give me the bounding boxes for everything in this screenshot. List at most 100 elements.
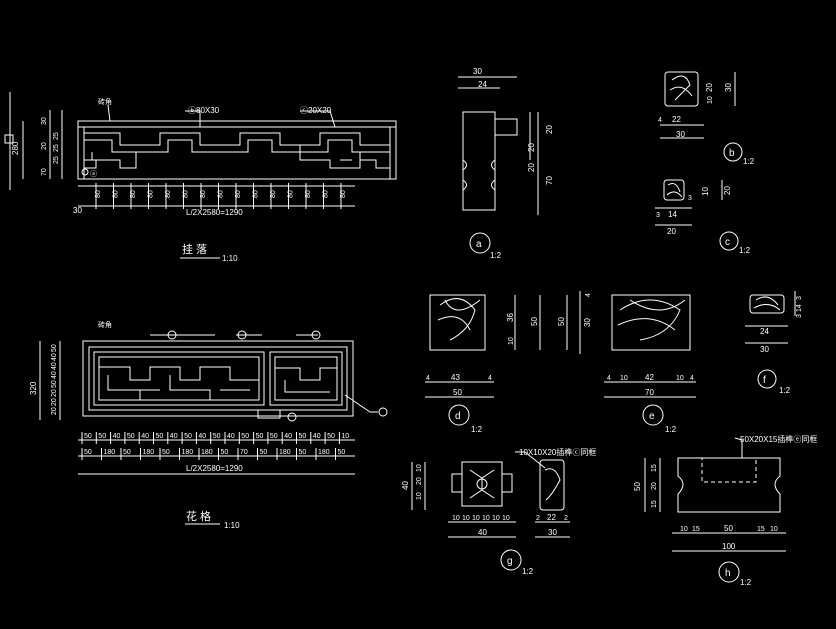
e-dim-42: 42 xyxy=(645,373,654,382)
h-dim-15c: 15 xyxy=(651,464,658,472)
bot-row2-dim: 50 xyxy=(338,449,346,456)
bot-row1-dim: 50 xyxy=(184,433,192,440)
callout-a-label: ⓐ xyxy=(90,170,97,178)
g-dim-10h: 10 xyxy=(502,515,510,522)
detail-c-section xyxy=(663,179,685,201)
f-dim-30: 30 xyxy=(760,345,769,354)
g-note: 10X10X20插榫ⓒ同框 xyxy=(519,447,596,457)
e-dim-10b: 10 xyxy=(676,375,684,382)
panel-left-frame xyxy=(93,351,265,406)
detail-f-circle xyxy=(757,369,777,389)
b-dim-30: 30 xyxy=(676,130,685,139)
bot-row1-dim: 50 xyxy=(98,433,106,440)
detail-h-circle xyxy=(718,561,740,583)
g-dim-30: 30 xyxy=(548,528,557,537)
bot-callout-small: 砖角 xyxy=(98,320,112,329)
h-dim-15d: 15 xyxy=(651,500,658,508)
detail-b xyxy=(660,71,743,162)
panel-inner xyxy=(88,346,348,411)
lattice-ends xyxy=(84,159,390,169)
detail-c-circle xyxy=(719,231,739,251)
top-dim-30: 30 xyxy=(41,117,48,125)
h-scale: 1:2 xyxy=(740,578,752,587)
detail-a-turnings xyxy=(462,159,496,191)
detail-e-grain xyxy=(617,299,686,341)
bot-row2-dim: 180 xyxy=(104,449,116,456)
top-dim-25b: 25 xyxy=(53,144,60,152)
detail-b-grain xyxy=(669,75,693,101)
d-dim-36: 36 xyxy=(506,313,515,322)
detail-e-section xyxy=(611,294,691,351)
bot-row1-dim: 50 xyxy=(127,433,135,440)
g-dim-20: 20 xyxy=(416,477,423,485)
g-scale: 1:2 xyxy=(522,567,534,576)
detail-h xyxy=(644,437,786,583)
bot-row1-dim: 40 xyxy=(284,433,292,440)
detail-d-grain xyxy=(437,298,481,341)
top-pitch-dim: 80 xyxy=(183,190,190,198)
f-dim-24: 24 xyxy=(760,327,769,336)
b-dim-22: 22 xyxy=(672,115,681,124)
bot-row2-dim: 70 xyxy=(240,449,248,456)
detail-g-inner xyxy=(469,469,495,499)
panel-lattice xyxy=(98,356,338,401)
detail-g xyxy=(411,451,570,571)
a-dim-70: 70 xyxy=(545,176,554,185)
top-pitch-dim: 80 xyxy=(305,190,312,198)
bot-row2-dim: 50 xyxy=(123,449,131,456)
callout-d-circle xyxy=(167,330,177,340)
panel-outline xyxy=(82,340,354,417)
detail-g-center xyxy=(476,478,488,490)
bot-left-dim: 40 xyxy=(51,371,58,379)
bot-row1-dim: 50 xyxy=(270,433,278,440)
d-dim-50b: 50 xyxy=(530,317,539,326)
g-label: g xyxy=(507,556,513,567)
detail-a-body xyxy=(462,111,496,211)
detail-f-grain xyxy=(753,296,781,311)
f-label: f xyxy=(763,375,766,386)
callout-e-circle xyxy=(237,330,247,340)
detail-f xyxy=(745,291,796,389)
detail-f-labels: 24 30 3 14 3 f 1:2 xyxy=(760,296,803,395)
bot-row1-dim: 40 xyxy=(113,433,121,440)
dim-marker xyxy=(4,134,14,144)
b-scale: 1:2 xyxy=(743,157,755,166)
top-dim-280: 280 xyxy=(11,141,20,155)
bot-left-dim: 20 xyxy=(51,389,58,397)
g-dim-10e: 10 xyxy=(472,515,480,522)
detail-d xyxy=(425,294,541,426)
bot-row2-dim: 180 xyxy=(279,449,291,456)
b-label: b xyxy=(729,148,735,159)
e-dim-70: 70 xyxy=(645,388,654,397)
h-dim-50b: 50 xyxy=(633,482,642,491)
panel-right-frame xyxy=(269,351,343,406)
bot-row2-dim: 50 xyxy=(162,449,170,456)
top-pitch-dim: 80 xyxy=(340,190,347,198)
detail-c-labels: 14 20 3 10 3 20 c 1:2 xyxy=(656,186,751,255)
detail-b-labels: 22 30 4 20 10 30 b 1:2 xyxy=(658,83,755,166)
bottom-title: 花 格 xyxy=(186,509,211,523)
g-dim-40: 40 xyxy=(401,481,410,490)
top-pitch-dim: 80 xyxy=(95,190,102,198)
e-dim-10a: 10 xyxy=(620,375,628,382)
frame-outline xyxy=(77,120,397,180)
f-dim-3a: 3 xyxy=(796,296,803,300)
bot-row1-dim: 50 xyxy=(256,433,264,440)
bot-row2-dim: 50 xyxy=(299,449,307,456)
a-dim-20b: 20 xyxy=(527,143,536,152)
a-scale: 1:2 xyxy=(490,251,502,260)
f-dim-3b: 3 xyxy=(796,314,803,318)
callout-a-marker xyxy=(81,168,89,176)
top-dim-70: 70 xyxy=(41,168,48,176)
top-pitch-dim: 80 xyxy=(270,190,277,198)
c-label: c xyxy=(725,237,730,248)
e-label: e xyxy=(649,411,655,422)
bot-row2-dim: 180 xyxy=(143,449,155,456)
h-dim-50: 50 xyxy=(724,524,733,533)
c-dim-14: 14 xyxy=(668,210,677,219)
bot-row2-dim: 180 xyxy=(182,449,194,456)
bot-row1-dim: 50 xyxy=(299,433,307,440)
